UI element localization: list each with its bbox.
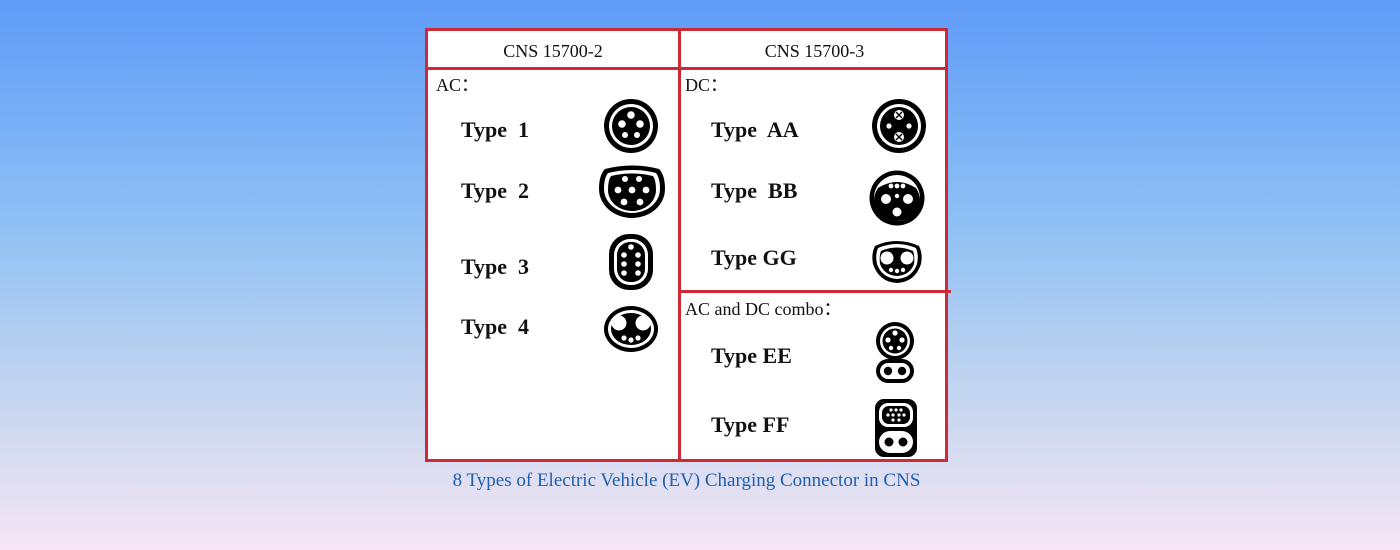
- section-ac-dc-combo: AC and DC combo：: [685, 299, 842, 319]
- connector-table: CNS 15700-2 CNS 15700-3 AC： DC： AC and D…: [425, 28, 951, 462]
- figure-caption: 8 Types of Electric Vehicle (EV) Chargin…: [452, 470, 921, 491]
- type-aa-connector-icon: [872, 99, 926, 153]
- type-ee-connector-icon: [876, 322, 914, 383]
- combo-divider: [678, 290, 951, 293]
- header-divider: [428, 67, 945, 70]
- label-type-ee: Type EE: [711, 343, 792, 368]
- type-1-connector-icon: [604, 99, 658, 153]
- label-type-4: Type 4: [461, 314, 530, 339]
- type-4-connector-icon: [604, 306, 658, 352]
- type-ff-connector-icon: [875, 399, 917, 457]
- label-type-gg: Type GG: [711, 245, 797, 270]
- header-cns-15700-2: CNS 15700-2: [503, 41, 603, 61]
- type-gg-connector-icon: [872, 241, 922, 283]
- label-type-3: Type 3: [461, 254, 530, 279]
- column-divider: [678, 31, 681, 459]
- header-cns-15700-3: CNS 15700-3: [764, 41, 865, 61]
- label-type-2: Type 2: [461, 178, 530, 203]
- label-type-bb: Type BB: [711, 178, 798, 203]
- label-type-aa: Type AA: [711, 117, 799, 142]
- type-2-connector-icon: [599, 165, 665, 218]
- type-bb-connector-icon: [869, 170, 925, 226]
- label-type-ff: Type FF: [711, 412, 790, 437]
- type-3-connector-icon: [609, 234, 653, 290]
- section-ac: AC：: [436, 75, 480, 95]
- label-type-1: Type 1: [461, 117, 530, 142]
- section-dc: DC：: [685, 75, 729, 95]
